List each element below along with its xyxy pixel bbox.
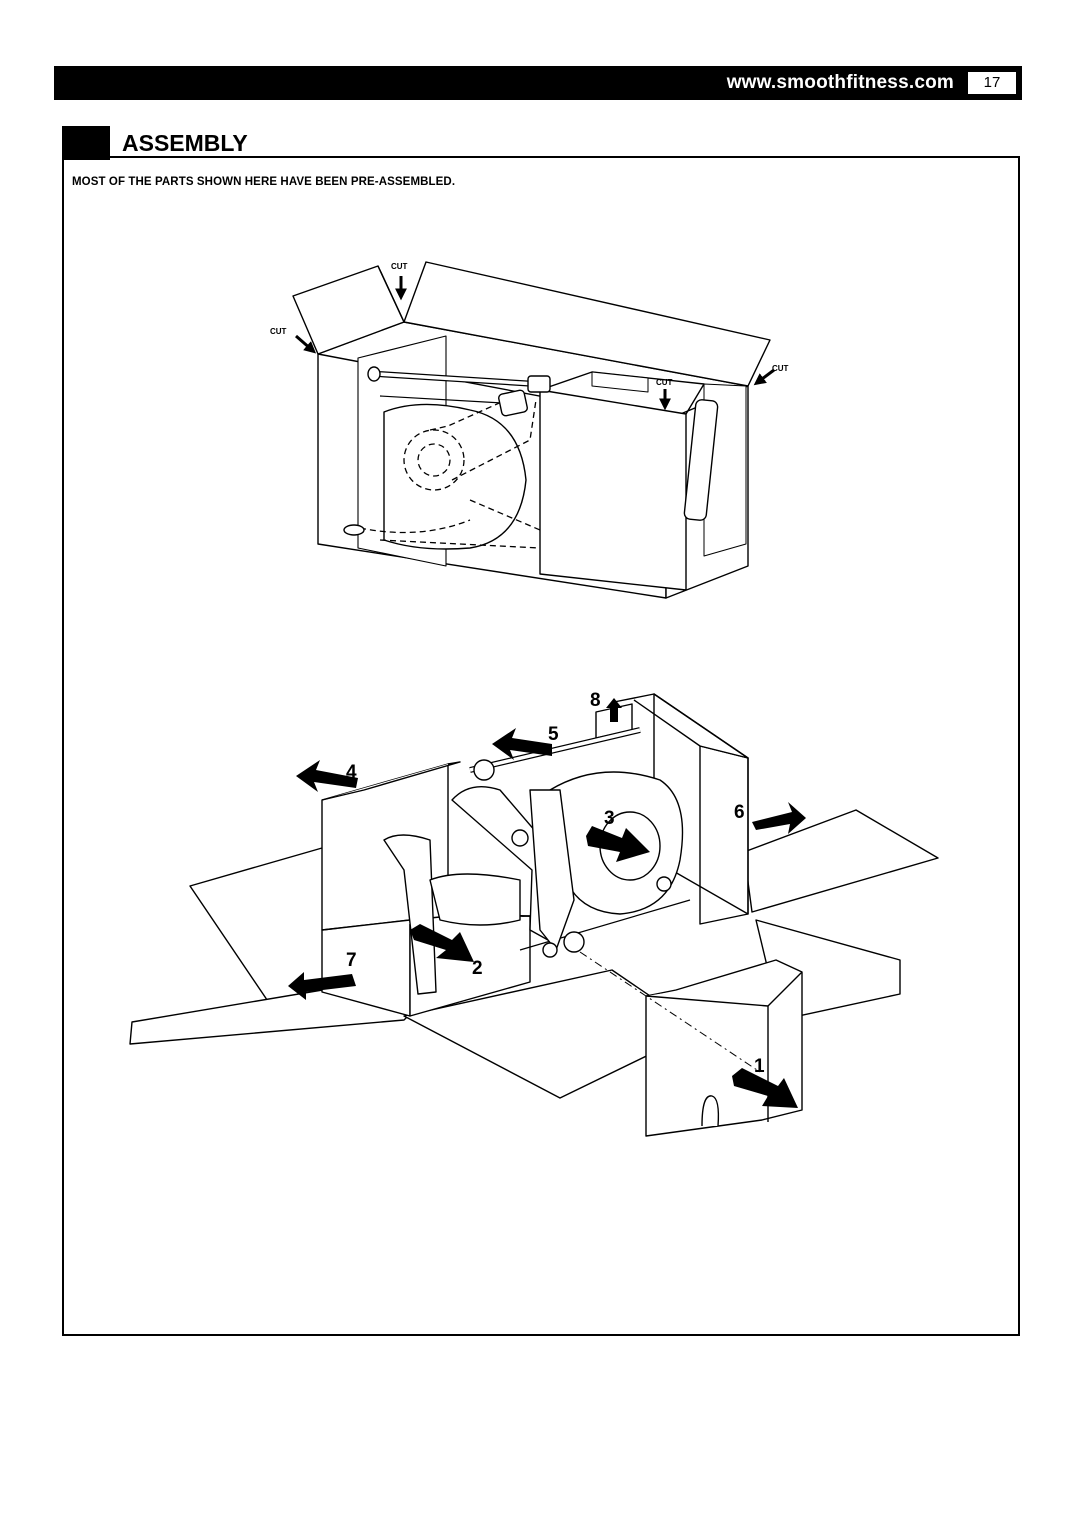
website-url: www.smoothfitness.com (726, 72, 954, 93)
header-bar: www.smoothfitness.com 17 (54, 66, 1022, 100)
step-5: 5 (548, 724, 559, 745)
unpacked-figure (129, 693, 939, 1137)
content-frame (62, 156, 1020, 1336)
arm-left (383, 834, 437, 995)
arrow-1 (732, 1068, 798, 1108)
arrow-6 (752, 802, 806, 834)
removal-arrows (288, 698, 806, 1108)
step-8: 8 (590, 690, 601, 711)
cardboard-right (743, 809, 939, 913)
flap-left (292, 265, 405, 355)
step-4: 4 (346, 762, 357, 783)
step-2: 2 (472, 958, 483, 979)
arrow-7 (288, 972, 356, 1000)
arrow-2 (410, 924, 474, 962)
flap-back (403, 261, 771, 387)
boxed-machine-figure (292, 261, 771, 599)
section-title: ASSEMBLY (122, 130, 248, 156)
cut-arrow-right (753, 368, 775, 386)
step-6: 6 (734, 802, 745, 823)
cut-arrow-left (295, 334, 317, 354)
step-3: 3 (604, 808, 615, 829)
packing-block-right (699, 745, 749, 925)
arm-center (451, 786, 561, 941)
cut-label-center: CUT (656, 378, 673, 387)
arrow-3 (586, 826, 650, 862)
cut-label-right: CUT (772, 364, 789, 373)
pre-assembled-note: MOST OF THE PARTS SHOWN HERE HAVE BEEN P… (72, 176, 456, 188)
step-1: 1 (754, 1056, 765, 1077)
arm-right (529, 789, 575, 951)
guide-line (579, 951, 761, 1073)
step-7: 7 (346, 950, 357, 971)
arrow-4 (296, 760, 358, 792)
arrow-8 (606, 698, 622, 722)
cut-markers: CUT CUT CUT CUT (270, 262, 789, 411)
cut-label-left: CUT (270, 327, 287, 336)
cut-label-top: CUT (391, 262, 408, 271)
page-number: 17 (966, 70, 1018, 96)
step-numbers: 1 2 3 4 5 6 7 8 (346, 690, 765, 1077)
section-marker (62, 126, 110, 160)
pedal (429, 873, 521, 926)
arrow-5 (492, 728, 552, 760)
packing-block-center (539, 389, 687, 591)
